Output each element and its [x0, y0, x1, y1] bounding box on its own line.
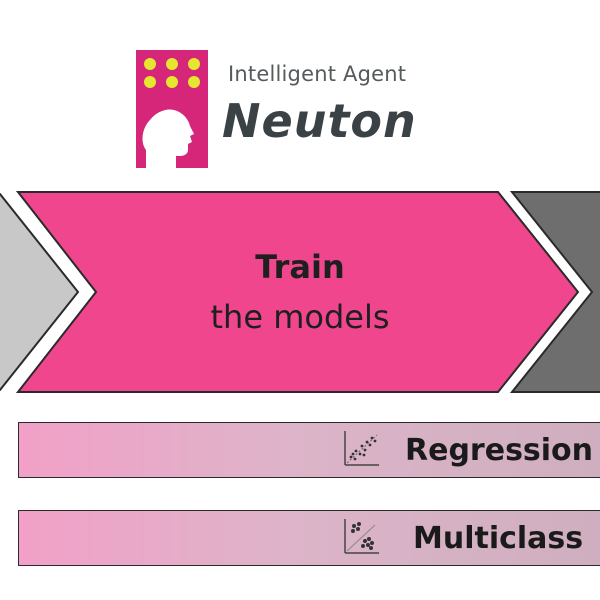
logo-dot: [188, 76, 200, 88]
head-silhouette-icon: [142, 109, 194, 168]
logo-dot: [188, 58, 200, 70]
active-stage-chevron: [15, 191, 580, 393]
logo-dots-grid: [142, 58, 202, 90]
logo-title: Neuton: [222, 94, 417, 148]
logo-dot: [166, 58, 178, 70]
stage-title: Train: [255, 248, 345, 286]
stage-subtitle: the models: [210, 298, 390, 336]
task-bar-multiclass: Multiclass: [18, 510, 600, 566]
logo-subtitle: Intelligent Agent: [228, 62, 407, 86]
logo-dot: [166, 76, 178, 88]
prev-stage-chevron: [0, 193, 80, 391]
logo-dot: [144, 58, 156, 70]
scatter-cluster-icon: [344, 519, 379, 554]
task-bar-regression: Regression: [18, 422, 600, 478]
next-stage-chevron: [509, 191, 600, 393]
task-label-multiclass: Multiclass: [413, 521, 584, 556]
task-label-regression: Regression: [405, 433, 594, 468]
scatter-regression-icon: [344, 431, 379, 466]
logo-dot: [144, 76, 156, 88]
neuton-logo: [136, 50, 208, 168]
